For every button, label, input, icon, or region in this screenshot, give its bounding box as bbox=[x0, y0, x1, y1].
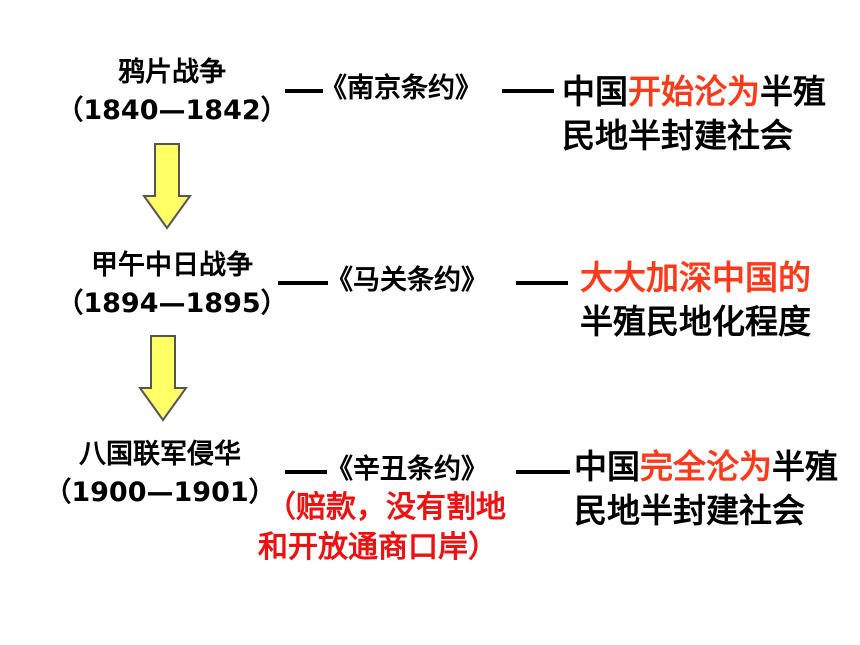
result-highlight: 完全沦为 bbox=[640, 447, 772, 486]
event-eight-nation-alliance: 八国联军侵华 （1900—1901） bbox=[40, 436, 280, 512]
event-years: （1894—1895） bbox=[56, 288, 288, 319]
result-prefix: 中国 bbox=[562, 72, 628, 111]
result-suffix: 半殖民地半封建社会 bbox=[562, 72, 826, 155]
result-highlight: 大大加深中国的 bbox=[580, 258, 811, 297]
treaty-shimonoseki: 《马关条约》 bbox=[326, 265, 488, 296]
connector-dash bbox=[278, 281, 328, 285]
result-suffix: 半殖民地化程度 bbox=[580, 302, 811, 341]
result-suffix: 半殖民地半封建社会 bbox=[574, 447, 838, 530]
treaty-boxer-protocol: 《辛丑条约》 bbox=[326, 454, 488, 485]
event-years: （1900—1901） bbox=[44, 477, 276, 508]
connector-dash bbox=[285, 470, 327, 474]
event-sino-japanese-war: 甲午中日战争 （1894—1895） bbox=[52, 247, 292, 323]
result-2: 大大加深中国的半殖民地化程度 bbox=[580, 256, 820, 344]
down-arrow-icon bbox=[142, 143, 192, 230]
treaty-nanjing: 《南京条约》 bbox=[320, 73, 482, 104]
event-name: 八国联军侵华 bbox=[79, 439, 241, 470]
connector-dash bbox=[285, 89, 323, 93]
connector-dash bbox=[502, 89, 554, 93]
down-arrow-icon bbox=[138, 335, 188, 422]
result-3: 中国完全沦为半殖民地半封建社会 bbox=[574, 445, 844, 533]
event-opium-war: 鸦片战争 （1840—1842） bbox=[52, 54, 292, 130]
event-name: 鸦片战争 bbox=[118, 57, 226, 88]
result-prefix: 中国 bbox=[574, 447, 640, 486]
connector-dash bbox=[516, 470, 570, 474]
result-highlight: 开始沦为 bbox=[628, 72, 760, 111]
event-name: 甲午中日战争 bbox=[91, 250, 253, 281]
treaty-note: （赔款，没有割地 和开放通商口岸） bbox=[258, 488, 506, 568]
note-line-2: 和开放通商口岸） bbox=[258, 530, 498, 565]
note-line-1: （赔款，没有割地 bbox=[266, 490, 506, 525]
result-1: 中国开始沦为半殖民地半封建社会 bbox=[562, 70, 832, 158]
event-years: （1840—1842） bbox=[56, 95, 288, 126]
connector-dash bbox=[516, 281, 568, 285]
